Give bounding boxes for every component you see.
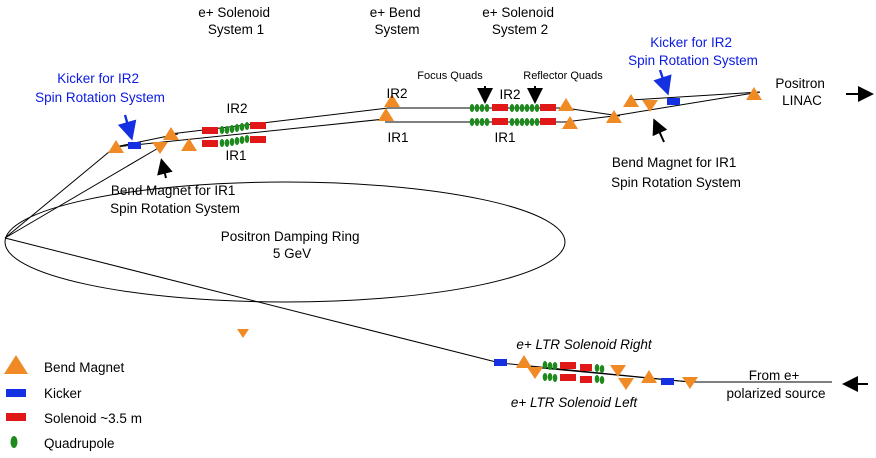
legend-bend-magnet-label: Bend Magnet [44,360,125,375]
bend-magnet-right-label: Bend Magnet for IR1 Spin Rotation System [611,155,741,190]
kicker-left-arrow [117,114,137,141]
legend-kicker-icon [6,389,26,397]
bend-left-arrow [157,158,173,179]
bend-magnets [108,87,762,390]
solenoid-system-2-label: e+ Solenoid System 2 [482,5,557,37]
damping-ring [4,181,566,303]
bend-right-arrow [652,118,668,143]
legend: Bend Magnet Kicker Solenoid ~3.5 m Quadr… [4,355,142,451]
legend-solenoid-icon [6,413,26,421]
ltr-solenoid-right-label: e+ LTR Solenoid Right [516,337,652,352]
kickers [128,98,680,385]
ltr-solenoid-left-label: e+ LTR Solenoid Left [511,395,638,410]
ir1-right-label: IR1 [494,130,515,145]
quadrupoles [219,104,605,384]
ir2-right-label: IR2 [499,87,520,102]
reflector-quads-label: Reflector Quads [523,70,603,82]
ir1-left-label: IR1 [225,148,246,163]
kicker-right-label: Kicker for IR2 Spin Rotation System [628,35,758,68]
ir2-mid-label: IR2 [386,86,407,101]
bend-system-label: e+ Bend System [370,5,424,37]
kicker-right-arrow [653,69,672,96]
pointer-arrows [117,69,874,392]
ir1-mid-label: IR1 [387,130,408,145]
legend-bend-magnet-icon [4,355,28,374]
kicker-left-label: Kicker for IR2 Spin Rotation System [35,71,165,105]
positron-linac-label: Positron LINAC [775,76,828,108]
legend-solenoid-label: Solenoid ~3.5 m [44,411,142,426]
polarized-source-label: From e+ polarized source [726,368,825,401]
focus-quads-label: Focus Quads [417,70,483,82]
ltr-beamlines [4,237,832,383]
legend-quadrupole-icon [10,436,18,448]
solenoid-system-1-label: e+ Solenoid System 1 [198,5,273,37]
bend-magnet-left-label: Bend Magnet for IR1 Spin Rotation System [110,183,240,216]
legend-quadrupole-label: Quadrupole [44,436,115,451]
solenoids [202,104,592,383]
ir2-left-label: IR2 [226,101,247,116]
damping-ring-label: Positron Damping Ring 5 GeV [221,229,364,261]
legend-kicker-label: Kicker [44,386,82,401]
